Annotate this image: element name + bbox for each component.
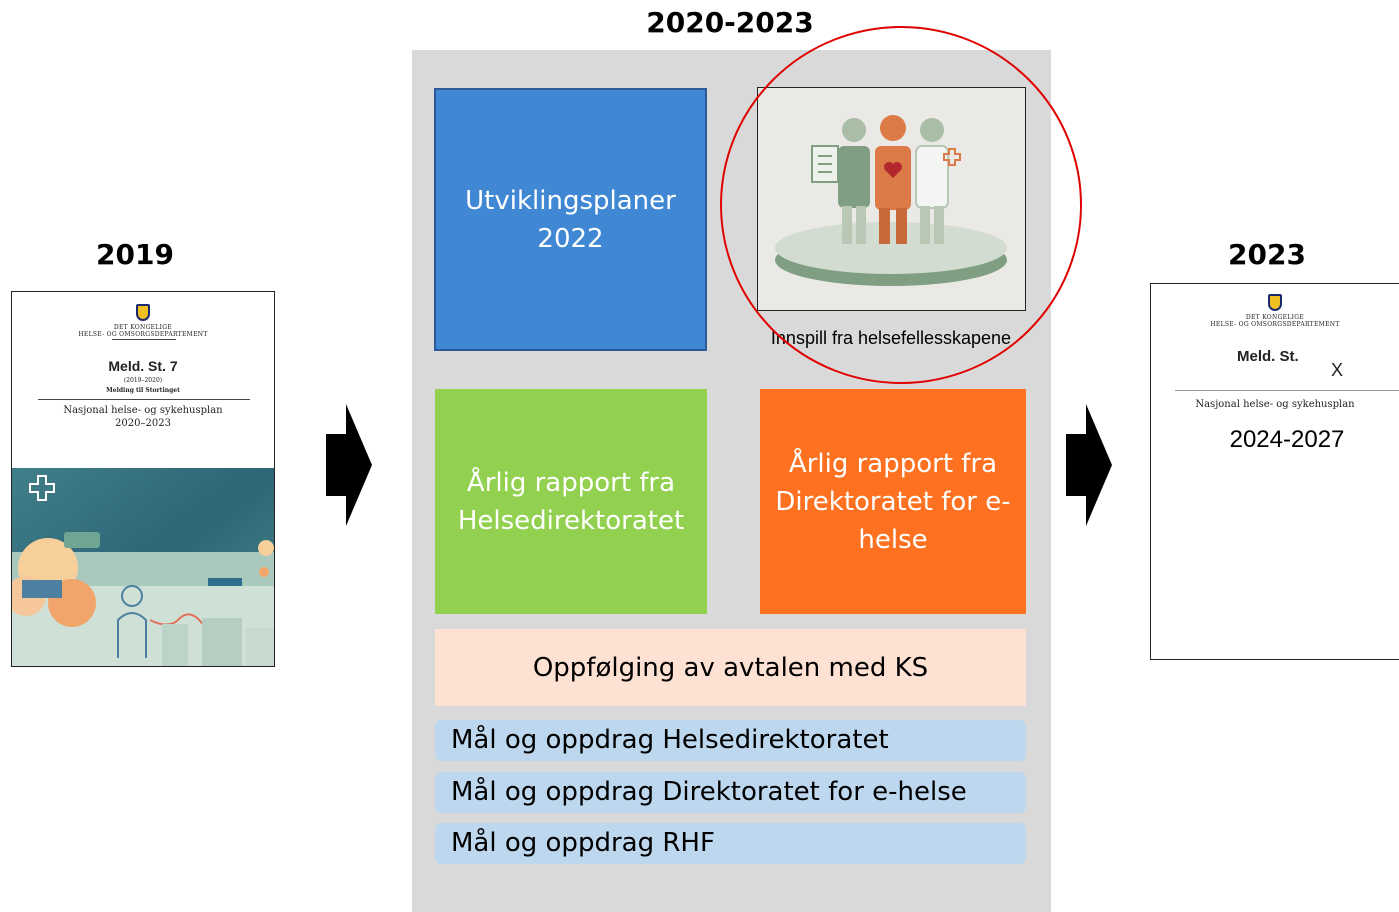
report-session: (2019–2020) bbox=[123, 377, 163, 384]
ministry-name-line2: HELSE- OG OMSORGSDEPARTEMENT bbox=[1210, 321, 1340, 328]
ministry-divider bbox=[112, 339, 176, 340]
right-arrow-icon bbox=[1066, 404, 1112, 526]
helsefellesskap-caption: Innspill fra helsefellesskapene bbox=[770, 328, 1012, 348]
tile-utviklingsplaner: Utviklingsplaner 2022 bbox=[434, 88, 707, 351]
report-title: Meld. St. bbox=[1237, 348, 1299, 365]
right-arrow-icon bbox=[326, 404, 372, 526]
year-label-2019: 2019 bbox=[96, 238, 174, 271]
coat-of-arms-icon bbox=[136, 304, 150, 321]
title-divider bbox=[1175, 390, 1399, 391]
year-label-2020-2023: 2020-2023 bbox=[646, 6, 814, 39]
plan-years: 2020–2023 bbox=[115, 418, 171, 429]
report-subtitle: Melding til Stortinget bbox=[106, 387, 180, 394]
coat-of-arms-icon bbox=[1268, 294, 1282, 311]
tile-arlig-rapport-helsedirektoratet: Årlig rapport fra Helsedirektoratet bbox=[435, 389, 707, 614]
tile-arlig-rapport-ehelse: Årlig rapport fra Direktoratet for e- he… bbox=[760, 389, 1026, 614]
year-label-2023: 2023 bbox=[1228, 238, 1306, 271]
cover-illustration bbox=[12, 468, 274, 666]
three-people-on-platform-icon bbox=[775, 115, 1007, 286]
bar-oppfolging-ks: Oppfølging av avtalen med KS bbox=[435, 629, 1026, 706]
plan-name: Nasjonal helse- og sykehusplan bbox=[63, 405, 223, 416]
bar-mal-ehelse: Mål og oppdrag Direktoratet for e-helse bbox=[435, 772, 1026, 813]
bar-mal-rhf: Mål og oppdrag RHF bbox=[435, 823, 1026, 864]
plan-years: 2024-2027 bbox=[1229, 426, 1345, 453]
highlight-circle bbox=[720, 26, 1082, 384]
report-title: Meld. St. 7 bbox=[108, 358, 178, 374]
title-divider bbox=[38, 399, 250, 400]
helsefellesskap-illustration bbox=[757, 87, 1026, 311]
ministry-name-line1: DET KONGELIGE bbox=[1245, 314, 1305, 321]
report-cover-2019: DET KONGELIGE HELSE- OG OMSORGSDEPARTEME… bbox=[11, 291, 275, 667]
report-cover-2023: DET KONGELIGE HELSE- OG OMSORGSDEPARTEME… bbox=[1150, 283, 1399, 660]
bar-mal-helsedirektoratet: Mål og oppdrag Helsedirektoratet bbox=[435, 720, 1026, 761]
ministry-name-line2: HELSE- OG OMSORGSDEPARTEMENT bbox=[78, 331, 208, 338]
report-number: X bbox=[1331, 360, 1344, 380]
plan-name: Nasjonal helse- og sykehusplan bbox=[1195, 399, 1355, 410]
ministry-name-line1: DET KONGELIGE bbox=[113, 324, 173, 331]
